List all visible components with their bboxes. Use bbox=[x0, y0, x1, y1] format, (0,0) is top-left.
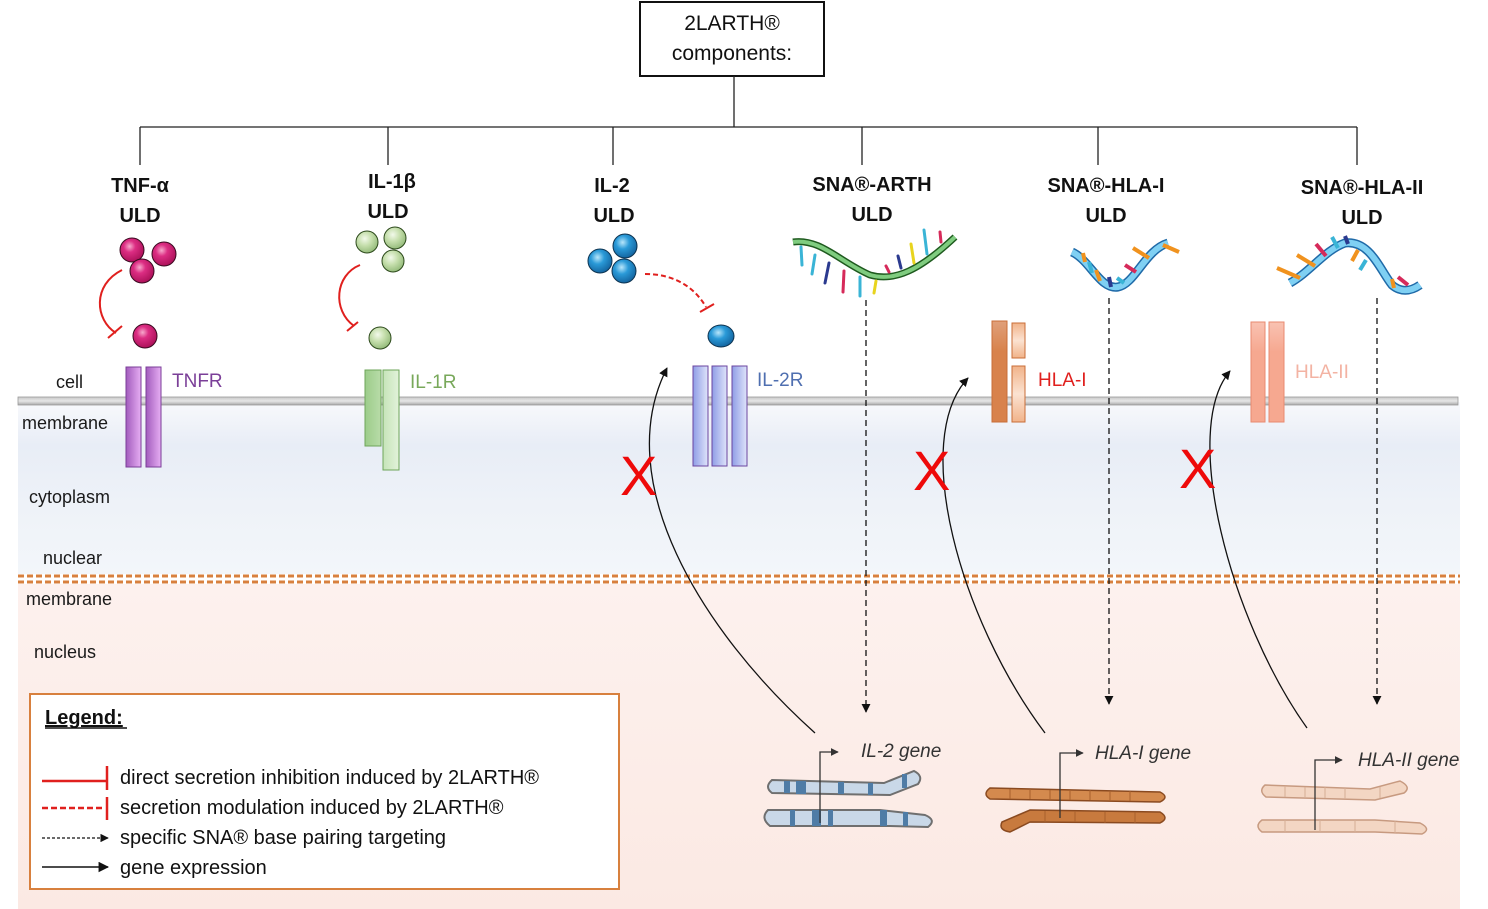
component-name: TNF-α bbox=[111, 175, 170, 197]
legend-box: Legend: direct secretion inhibition indu… bbox=[29, 693, 620, 890]
title-line1: 2LARTH® bbox=[684, 12, 780, 35]
hla-ii-receptor bbox=[1250, 321, 1285, 423]
il-1-beta-molecules-icon bbox=[355, 226, 407, 350]
gene-expression-arrows bbox=[648, 367, 1308, 734]
receptor-label-il-2r: IL-2R bbox=[757, 370, 803, 391]
sna-hla-i-strand-icon bbox=[1069, 238, 1180, 292]
region-label-cell: cell bbox=[56, 372, 83, 392]
region-label-nuclear: nuclear bbox=[43, 548, 102, 568]
component-name: SNA®-HLA-I bbox=[1048, 175, 1165, 197]
title-line2: components: bbox=[672, 42, 792, 65]
legend-item-dashed-inhibition: secretion modulation induced by 2LARTH® bbox=[42, 797, 504, 820]
legend-label: direct secretion inhibition induced by 2… bbox=[120, 767, 539, 789]
component-name: IL-1β bbox=[368, 171, 416, 193]
component-il1b: IL-1β ULD bbox=[367, 171, 415, 223]
blocked-mark-hla-i: X bbox=[913, 439, 950, 502]
region-label-cytoplasm: cytoplasm bbox=[29, 487, 110, 507]
blocked-mark-il2: X bbox=[620, 444, 657, 507]
legend-label: gene expression bbox=[120, 857, 267, 879]
sna-arth-strand-icon bbox=[792, 228, 958, 298]
legend-title: Legend: bbox=[45, 707, 123, 729]
region-label-membrane: membrane bbox=[22, 413, 108, 433]
component-sna-arth: SNA®-ARTH ULD bbox=[812, 174, 931, 226]
component-il2: IL-2 ULD bbox=[593, 175, 634, 227]
component-tree bbox=[139, 76, 1358, 165]
component-sub: ULD bbox=[851, 204, 892, 226]
component-sub: ULD bbox=[593, 205, 634, 227]
component-name: SNA®-HLA-II bbox=[1301, 177, 1424, 199]
title-box bbox=[639, 1, 825, 77]
gene-label-hla-i: HLA-I gene bbox=[1095, 743, 1191, 764]
legend-item-dotted-arrow: specific SNA® base pairing targeting bbox=[42, 827, 446, 849]
tnf-alpha-molecules-icon bbox=[119, 237, 177, 349]
receptor-label-tnfr: TNFR bbox=[172, 371, 223, 392]
tnf-inhibition-bar bbox=[107, 325, 123, 339]
region-label-nucleus: nucleus bbox=[34, 642, 96, 662]
region-label-nuclear-membrane: membrane bbox=[26, 589, 112, 609]
legend-label: specific SNA® base pairing targeting bbox=[120, 827, 446, 849]
component-sub: ULD bbox=[1341, 207, 1382, 229]
blocked-mark-hla-ii: X bbox=[1179, 437, 1216, 500]
receptor-label-hla-i: HLA-I bbox=[1038, 370, 1087, 391]
sna-hla-ii-strand-icon bbox=[1276, 235, 1423, 295]
il1b-inhibition-bar bbox=[346, 321, 359, 332]
gene-label-hla-ii: HLA-II gene bbox=[1358, 750, 1459, 771]
sna-targeting-arrows bbox=[861, 298, 1382, 713]
receptor-label-il-1r: IL-1R bbox=[410, 372, 456, 393]
hla-i-chromosome-icon bbox=[985, 749, 1166, 833]
tnf-inhibition-arrow bbox=[98, 269, 123, 334]
il2-modulation-arrow bbox=[644, 273, 707, 308]
legend-item-solid-inhibition: direct secretion inhibition induced by 2… bbox=[42, 766, 539, 790]
il-1r-receptor bbox=[364, 369, 400, 471]
legend-item-solid-arrow: gene expression bbox=[42, 857, 267, 879]
il-2r-receptor bbox=[692, 365, 748, 467]
hla-i-receptor bbox=[991, 320, 1026, 423]
il2-modulation-bar bbox=[699, 303, 715, 313]
gene-label-il-2: IL-2 gene bbox=[861, 741, 941, 762]
receptor-label-hla-ii: HLA-II bbox=[1295, 362, 1349, 383]
il-2-chromosome-icon bbox=[763, 748, 933, 829]
hla-ii-chromosome-icon bbox=[1257, 756, 1428, 835]
component-tnf: TNF-α ULD bbox=[111, 175, 170, 227]
component-sna-hla1: SNA®-HLA-I ULD bbox=[1048, 175, 1165, 227]
il-2-molecules-icon bbox=[587, 233, 735, 348]
component-sub: ULD bbox=[119, 205, 160, 227]
tnfr-receptor bbox=[125, 366, 162, 468]
component-sub: ULD bbox=[1085, 205, 1126, 227]
legend-label: secretion modulation induced by 2LARTH® bbox=[120, 797, 504, 819]
component-sna-hla2: SNA®-HLA-II ULD bbox=[1301, 177, 1424, 229]
component-name: IL-2 bbox=[594, 175, 630, 197]
component-sub: ULD bbox=[367, 201, 408, 223]
il1b-inhibition-arrow bbox=[338, 264, 361, 327]
component-name: SNA®-ARTH bbox=[812, 174, 931, 196]
